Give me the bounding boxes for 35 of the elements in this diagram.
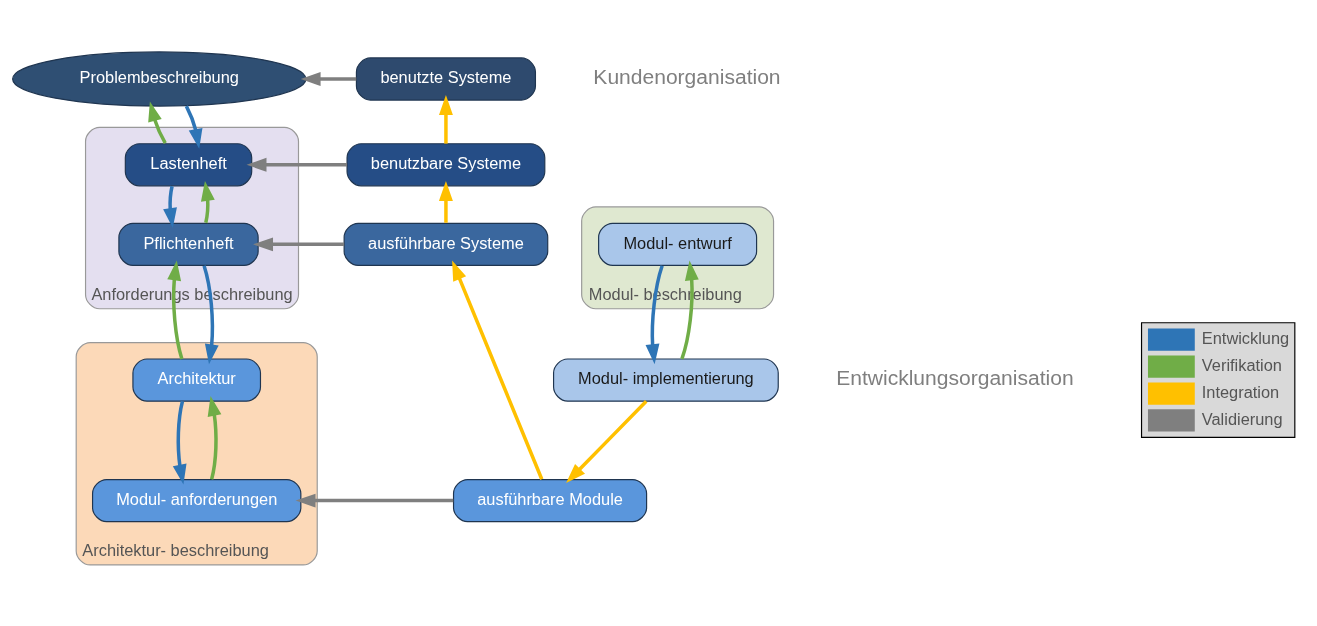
arrow — [680, 260, 699, 360]
arrow — [438, 180, 453, 223]
legend-label: Integration — [1201, 382, 1280, 401]
legend-label: Validierung — [1201, 409, 1283, 428]
arrow — [148, 101, 167, 145]
node-box: benutzbare Systeme — [346, 143, 546, 187]
node-box: Modul- anforderungen — [92, 478, 302, 523]
node-ellipse: Problembeschreibung — [12, 51, 307, 107]
node-box: Architektur — [132, 358, 262, 402]
arrow — [200, 181, 215, 224]
arrow — [202, 265, 219, 365]
arrow — [253, 237, 345, 252]
arrow — [438, 95, 453, 144]
legend-label: Entwicklung — [1201, 329, 1290, 348]
node-box: Lastenheft — [124, 143, 253, 187]
arrow — [566, 400, 648, 484]
arrow — [163, 185, 177, 229]
arrow — [167, 260, 184, 360]
arrow — [184, 105, 203, 149]
node-box: Modul- entwurf — [598, 222, 758, 266]
arrow — [295, 493, 454, 508]
arrow — [300, 72, 357, 86]
arrow — [645, 265, 664, 365]
arrow — [452, 260, 544, 480]
node-box: ausführbare Module — [452, 478, 648, 523]
arrow — [172, 400, 187, 485]
node-box: ausführbare Systeme — [343, 222, 549, 266]
label: Kundenorganisation — [593, 65, 781, 89]
arrow — [246, 157, 347, 172]
node-box: Modul- implementierung — [553, 358, 779, 402]
label: Entwicklungsorganisation — [836, 366, 1074, 390]
legend-label: Verifikation — [1201, 355, 1282, 374]
arrow — [207, 396, 222, 480]
node-box: Pflichtenheft — [118, 222, 259, 266]
node-box: benutzte Systeme — [355, 57, 537, 101]
